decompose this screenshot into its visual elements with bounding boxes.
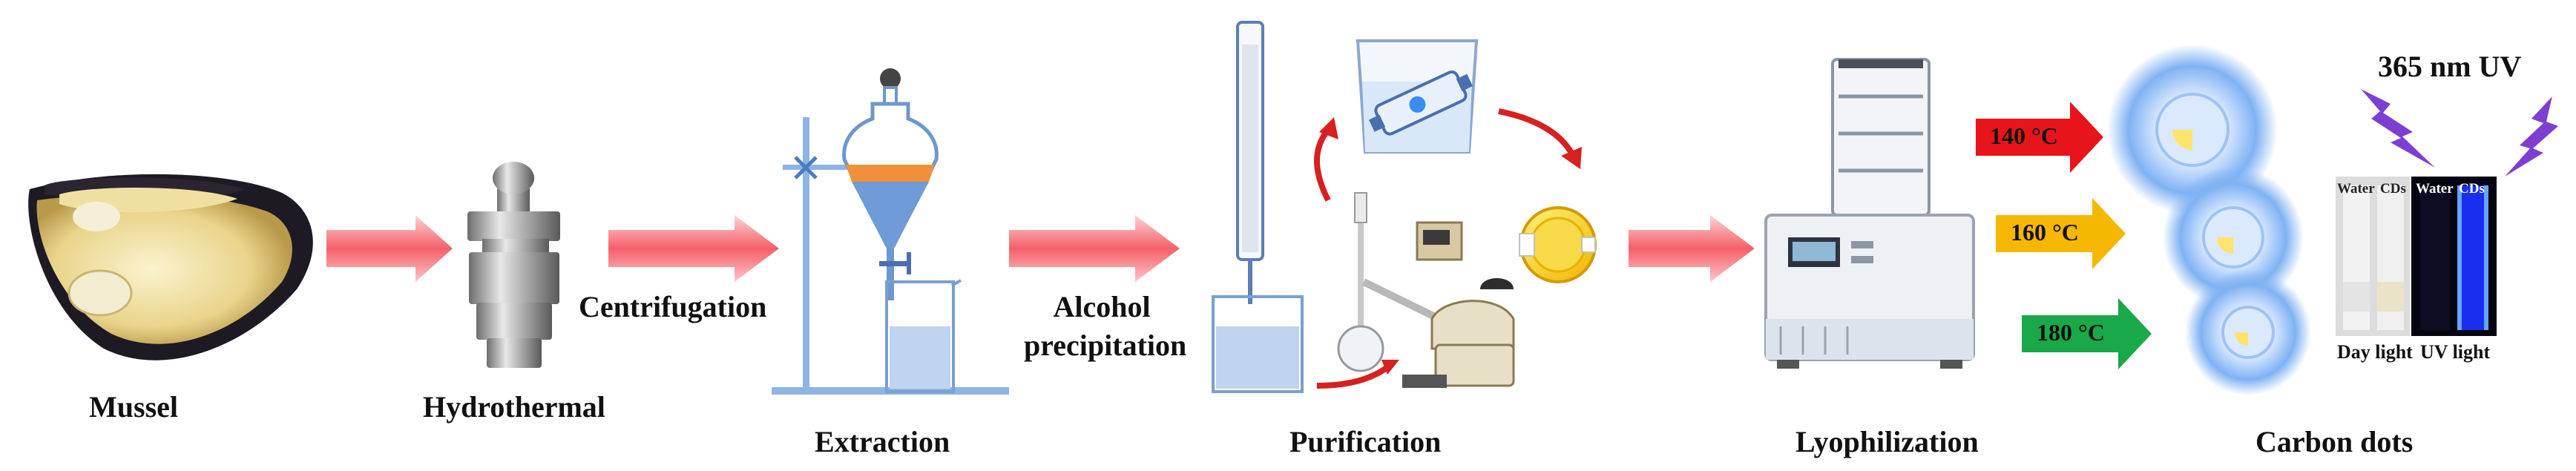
arrow-2	[608, 215, 779, 282]
arrow-3	[1009, 215, 1180, 282]
label-uv-light: UV light	[2420, 341, 2490, 363]
syringe-filter-image	[1519, 208, 1595, 282]
uv-lightning-right-icon	[2505, 96, 2558, 177]
chromatography-column-image	[1213, 22, 1302, 392]
extraction-apparatus-image	[772, 68, 1009, 395]
cuvette-label-water-right: Water	[2416, 181, 2454, 197]
label-precipitation: precipitation	[1024, 328, 1180, 363]
carbon-dot-180	[2185, 269, 2311, 395]
temp-label-160: 160 °C	[2011, 219, 2079, 246]
cuvette-label-cds-right: CDs	[2459, 181, 2485, 197]
mussel-image	[28, 174, 313, 360]
label-mussel: Mussel	[89, 389, 178, 424]
label-lyophilization: Lyophilization	[1795, 424, 1979, 459]
freeze-dryer-image	[1766, 59, 1974, 369]
arrow-1	[326, 215, 453, 282]
hydrothermal-reactor-image	[467, 162, 560, 368]
label-uv-wavelength: 365 nm UV	[2378, 49, 2521, 84]
temp-label-180: 180 °C	[2037, 319, 2105, 346]
rotary-evaporator-image	[1338, 193, 1514, 388]
temp-label-140: 140 °C	[1990, 122, 2058, 150]
label-centrifugation: Centrifugation	[579, 289, 766, 324]
cuvette-label-cds-left: CDs	[2380, 181, 2406, 197]
label-hydrothermal: Hydrothermal	[423, 389, 605, 424]
label-extraction: Extraction	[815, 424, 950, 459]
arrow-4	[1629, 215, 1755, 282]
cuvette-label-water-left: Water	[2337, 181, 2375, 197]
uv-lightning-left-icon	[2361, 89, 2435, 168]
label-purification: Purification	[1289, 424, 1441, 459]
dialysis-beaker-image	[1358, 41, 1476, 152]
label-alcohol: Alcohol	[1035, 289, 1169, 324]
label-day-light: Day light	[2337, 341, 2413, 363]
label-carbon-dots: Carbon dots	[2255, 424, 2413, 459]
cuvette-photo	[2336, 177, 2497, 336]
